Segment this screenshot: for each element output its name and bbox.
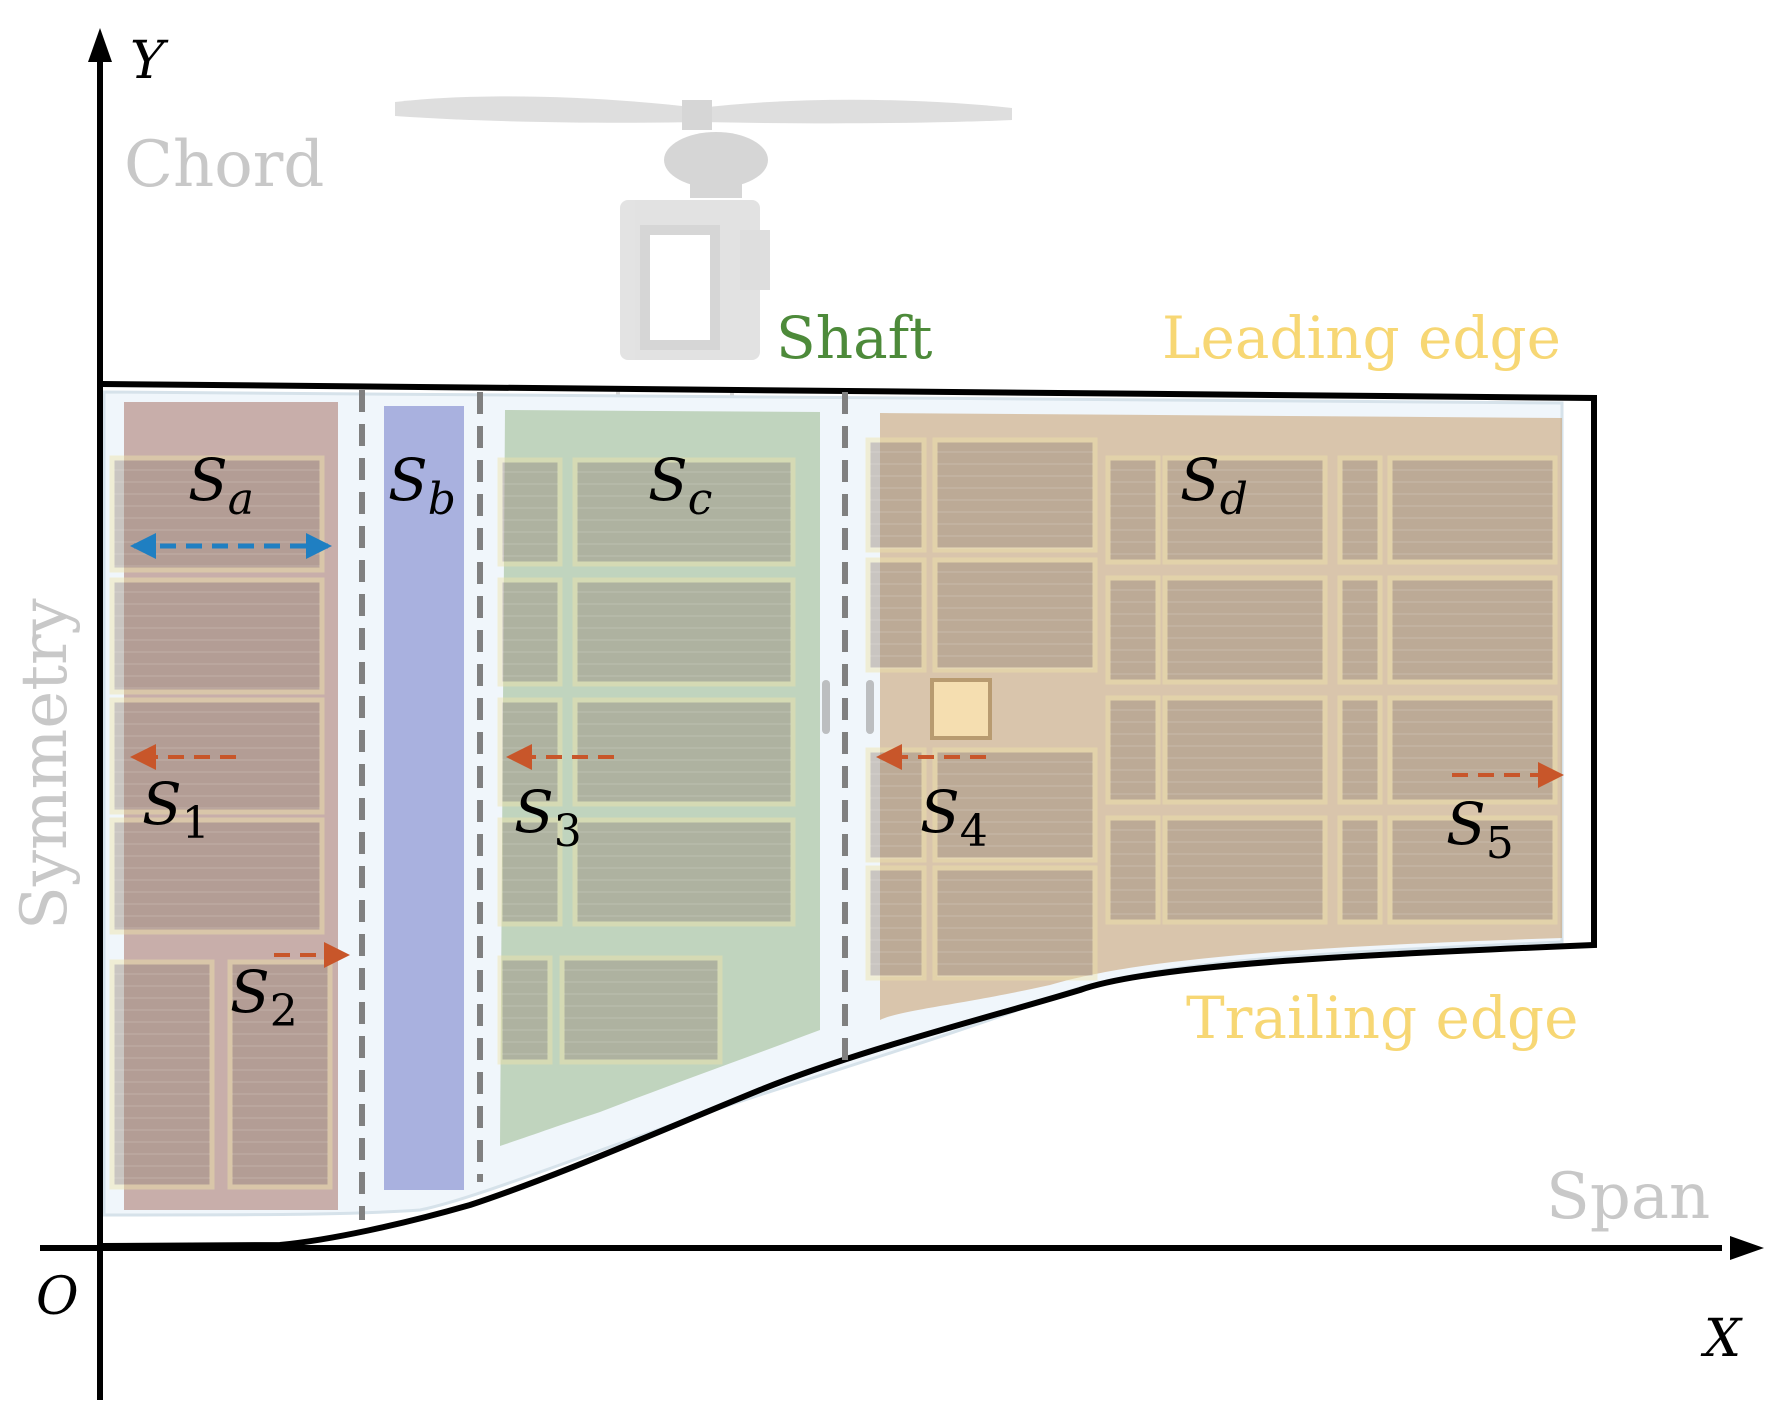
span-label: Span [1546, 1160, 1710, 1234]
solar-cell [1105, 815, 1161, 925]
region-b-overlay [384, 406, 464, 1190]
solar-cell [1387, 695, 1558, 805]
solar-cell [497, 577, 563, 687]
solar-cell [1387, 815, 1558, 925]
solar-cell [932, 557, 1098, 673]
solar-cell [497, 955, 553, 1065]
trailing-edge-label: Trailing edge [1186, 984, 1578, 1052]
solar-cell [1162, 695, 1328, 805]
drone-motor-illustration [395, 96, 1012, 445]
solar-cell [865, 437, 927, 553]
solar-cell [1162, 455, 1328, 565]
boundary-5-label: S5 [1446, 790, 1514, 869]
solar-cell [572, 577, 796, 687]
solar-cell [932, 437, 1098, 553]
solar-cell [865, 557, 927, 673]
region-a-label: Sa [188, 446, 254, 525]
solar-cell [572, 697, 796, 807]
solar-cell [1337, 815, 1383, 925]
boundary-2-label: S2 [230, 958, 298, 1037]
solar-cell-grid [109, 437, 1558, 1190]
solar-cell [109, 959, 215, 1190]
solar-cell [865, 865, 927, 981]
solar-cell [1162, 575, 1328, 685]
solar-cell [932, 865, 1098, 981]
solar-cell [1387, 455, 1558, 565]
solar-cell [497, 457, 563, 567]
shaft-label: Shaft [776, 304, 932, 372]
boundary-3-label: S3 [514, 778, 582, 857]
x-axis-arrowhead [1730, 1236, 1764, 1260]
region-c-overlay [500, 410, 820, 1146]
solar-cell [1337, 455, 1383, 565]
solar-cell [109, 817, 325, 935]
x-axis-label: X [1700, 1309, 1743, 1369]
region-d-overlay [880, 413, 1562, 1020]
region-dividers [359, 390, 848, 1220]
wing-outline [101, 381, 1597, 1249]
region-d-label: Sd [1180, 446, 1248, 525]
symmetry-label: Symmetry [8, 598, 82, 930]
solar-cell [1105, 575, 1161, 685]
y-axis-arrowhead [88, 28, 112, 62]
solar-cell [227, 959, 333, 1190]
hinge-mark [822, 680, 830, 734]
region-c-label: Sc [648, 446, 712, 525]
solar-cell [109, 577, 325, 695]
solar-cell [865, 747, 927, 863]
chord-label: Chord [124, 128, 324, 202]
solar-cell [1105, 695, 1161, 805]
solar-cell [1337, 695, 1383, 805]
solar-cell [497, 817, 563, 927]
component-square [930, 678, 992, 740]
solar-cell [1387, 575, 1558, 685]
solar-cell [1337, 575, 1383, 685]
boundary-arrows [130, 744, 1564, 968]
solar-cell [572, 457, 796, 567]
leading-edge-label: Leading edge [1162, 304, 1561, 372]
axes [40, 28, 1764, 1400]
y-axis-label: Y [130, 31, 169, 91]
boundary-1-label: S1 [142, 770, 210, 849]
solar-cell [1162, 815, 1328, 925]
region-b-label: Sb [388, 446, 456, 525]
solar-cell [1105, 455, 1161, 565]
hinge-mark [866, 680, 874, 734]
origin-label: O [36, 1267, 79, 1327]
solar-cell [932, 747, 1098, 863]
solar-cell [572, 817, 796, 927]
solar-cell [559, 955, 723, 1065]
boundary-4-label: S4 [920, 778, 988, 857]
